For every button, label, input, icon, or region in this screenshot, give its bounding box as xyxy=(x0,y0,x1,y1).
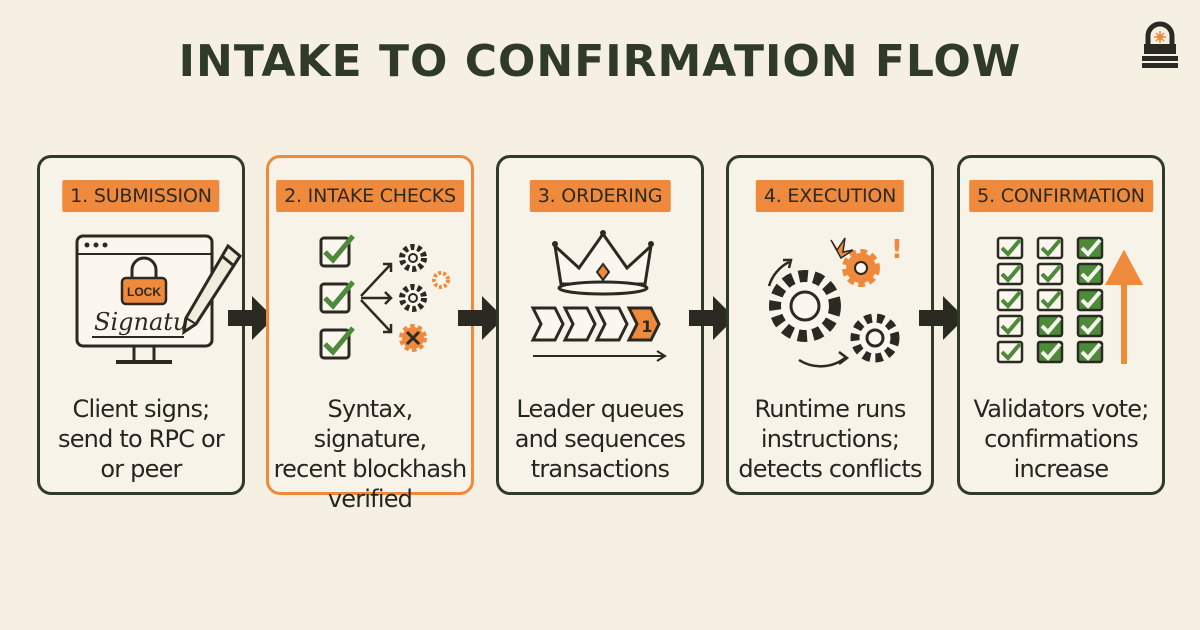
check-mark-icon xyxy=(1040,290,1062,309)
gears-conflict-icon: ! xyxy=(767,235,903,368)
signature-text: Signatu xyxy=(94,308,188,336)
step-card-confirmation: 5. CONFIRMATION Validators vote; confirm… xyxy=(957,155,1165,495)
step-label: 2. INTAKE CHECKS xyxy=(276,180,464,212)
step-description: Validators vote; confirmations increase xyxy=(973,395,1150,483)
page-title: INTAKE TO CONFIRMATION FLOW xyxy=(178,36,1022,87)
lock-label: LOCK xyxy=(127,285,161,299)
check-mark-icon xyxy=(1040,316,1062,335)
queue-number: 1 xyxy=(641,317,652,336)
flow-arrow-icon xyxy=(689,296,735,340)
up-arrow-icon xyxy=(1104,249,1144,364)
check-mark-icon xyxy=(1040,238,1062,257)
lock-logo-icon xyxy=(1142,21,1178,68)
step-card-intake-checks: 2. INTAKE CHECKS Syntax, signature, rece… xyxy=(266,155,474,513)
check-mark-icon xyxy=(1000,238,1022,257)
flow-arrow-icon xyxy=(228,296,274,340)
step-label: 1. SUBMISSION xyxy=(62,180,220,212)
step-card-ordering: 3. ORDERING 1 Leader queues and sequence… xyxy=(496,155,704,495)
step-card-submission: 1. SUBMISSION LOCK Signatu Client signs;… xyxy=(37,155,245,495)
step-description: Syntax, signature, recent blockhash veri… xyxy=(273,395,468,513)
step-label: 5. CONFIRMATION xyxy=(969,180,1153,212)
step-card-execution: 4. EXECUTION ! Runtime runs instructions… xyxy=(726,155,934,495)
step-label: 4. EXECUTION xyxy=(755,180,905,212)
step-description: Client signs; send to RPC or or peer xyxy=(58,395,225,483)
step-label: 3. ORDERING xyxy=(529,180,671,212)
crown-queue-icon: 1 xyxy=(530,230,667,362)
check-mark-icon xyxy=(1000,290,1022,309)
checklist-gears-icon xyxy=(319,234,450,360)
check-mark-icon xyxy=(1080,316,1102,335)
check-mark-icon xyxy=(1080,290,1102,309)
check-mark-icon xyxy=(1080,264,1102,283)
svg-text:!: ! xyxy=(891,235,903,265)
step-description: Runtime runs instructions; detects confl… xyxy=(738,395,922,483)
check-mark-icon xyxy=(1040,342,1062,361)
flow-arrow-icon xyxy=(919,296,965,340)
flow-arrow-icon xyxy=(458,296,504,340)
check-mark-icon xyxy=(1080,238,1102,257)
check-mark-icon xyxy=(1000,264,1022,283)
step-description: Leader queues and sequences transactions xyxy=(514,395,686,483)
votes-up-arrow-icon xyxy=(996,236,1144,364)
check-mark-icon xyxy=(1040,264,1062,283)
check-mark-icon xyxy=(1080,342,1102,361)
signed-document-icon: LOCK Signatu xyxy=(75,234,242,364)
check-mark-icon xyxy=(1000,316,1022,335)
check-mark-icon xyxy=(1000,342,1022,361)
